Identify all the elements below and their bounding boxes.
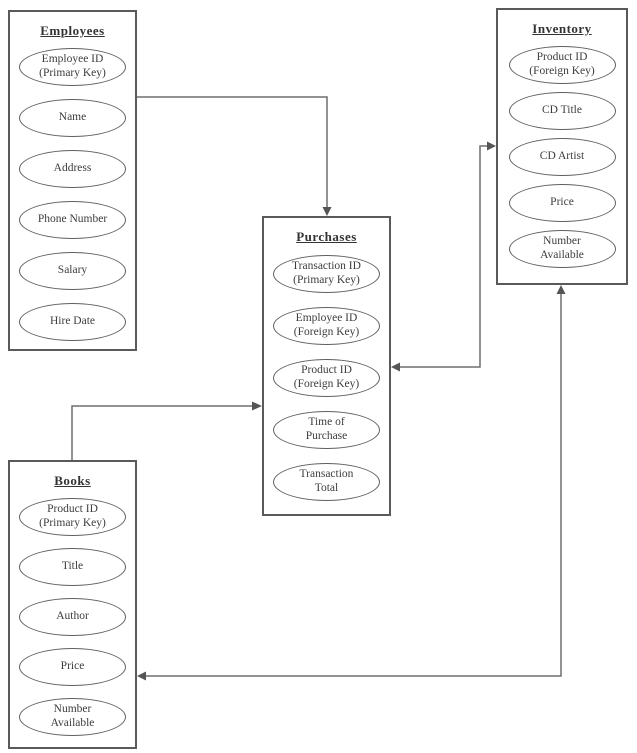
attribute-label: Number Available (540, 235, 584, 261)
attribute-ellipse: Salary (19, 252, 126, 290)
entity-purchases: Purchases Transaction ID (Primary Key) E… (262, 216, 391, 516)
arrowhead-down-icon (322, 207, 332, 216)
attribute-ellipse: Price (19, 648, 126, 686)
attribute-label: Product ID (Foreign Key) (293, 364, 360, 390)
arrowhead-left-icon (137, 671, 146, 681)
attribute-list: Product ID (Primary Key) Title Author Pr… (10, 498, 135, 736)
arrowhead-up-icon (556, 285, 566, 294)
entity-employees: Employees Employee ID (Primary Key) Name… (8, 10, 137, 351)
attribute-ellipse: Number Available (508, 230, 616, 268)
attribute-label: CD Title (542, 104, 582, 117)
entity-books: Books Product ID (Primary Key) Title Aut… (8, 460, 137, 749)
attribute-list: Employee ID (Primary Key) Name Address P… (10, 48, 135, 341)
attribute-ellipse: Product ID (Foreign Key) (273, 359, 380, 397)
attribute-ellipse: Transaction ID (Primary Key) (273, 255, 380, 293)
attribute-label: Number Available (50, 703, 95, 729)
attribute-ellipse: Hire Date (19, 303, 126, 341)
connector-purchases-inventory (391, 141, 496, 372)
attribute-label: Price (60, 660, 85, 673)
attribute-label: Hire Date (49, 315, 96, 328)
entity-title: Inventory (532, 21, 592, 36)
attribute-ellipse: Number Available (19, 698, 126, 736)
attribute-label: Phone Number (37, 213, 108, 226)
attribute-ellipse: Transaction Total (273, 463, 380, 501)
attribute-label: Product ID (Foreign Key) (529, 51, 595, 77)
attribute-ellipse: CD Title (508, 92, 616, 130)
connector-books-purchases (71, 401, 262, 460)
attribute-ellipse: Price (508, 184, 616, 222)
attribute-label: Employee ID (Primary Key) (39, 53, 106, 79)
attribute-label: Title (61, 560, 84, 573)
entity-title: Employees (40, 23, 105, 38)
connector-employees-purchases (137, 96, 332, 216)
attribute-ellipse: Address (19, 150, 126, 188)
attribute-ellipse: Title (19, 548, 126, 586)
attribute-ellipse: Product ID (Primary Key) (19, 498, 126, 536)
entity-title: Books (54, 473, 91, 488)
arrowhead-right-icon (252, 401, 262, 411)
attribute-label: Author (56, 610, 89, 623)
attribute-ellipse: Product ID (Foreign Key) (508, 46, 616, 84)
attribute-label: Address (53, 162, 92, 175)
attribute-list: Transaction ID (Primary Key) Employee ID… (264, 255, 389, 501)
attribute-ellipse: Time of Purchase (273, 411, 380, 449)
attribute-label: Product ID (Primary Key) (39, 503, 106, 529)
attribute-label: CD Artist (539, 150, 585, 163)
attribute-label: Price (550, 196, 574, 209)
attribute-ellipse: Name (19, 99, 126, 137)
attribute-label: Name (58, 111, 87, 124)
attribute-ellipse: Phone Number (19, 201, 126, 239)
attribute-list: Product ID (Foreign Key) CD Title CD Art… (498, 46, 626, 268)
attribute-ellipse: CD Artist (508, 138, 616, 176)
attribute-ellipse: Employee ID (Primary Key) (19, 48, 126, 86)
attribute-label: Transaction ID (Primary Key) (292, 260, 361, 286)
arrowhead-left-icon (391, 362, 400, 372)
entity-title: Purchases (296, 229, 357, 244)
entity-inventory: Inventory Product ID (Foreign Key) CD Ti… (496, 8, 628, 285)
arrowhead-right-icon (487, 141, 496, 151)
attribute-label: Time of Purchase (305, 416, 348, 442)
attribute-ellipse: Author (19, 598, 126, 636)
attribute-ellipse: Employee ID (Foreign Key) (273, 307, 380, 345)
attribute-label: Transaction Total (299, 468, 354, 494)
attribute-label: Employee ID (Foreign Key) (293, 312, 360, 338)
attribute-label: Salary (57, 264, 88, 277)
